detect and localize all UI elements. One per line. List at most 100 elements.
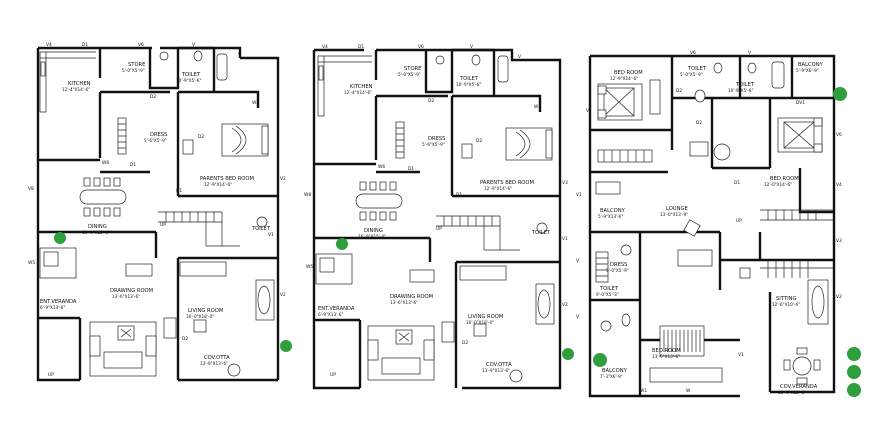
tag: V <box>576 258 579 264</box>
room-dim: 12'-4"X14'-6" <box>62 87 90 92</box>
tag: UP <box>736 218 742 224</box>
room-label: ENT.VERANDA <box>40 299 77 305</box>
room-dim: 16'-9"X15'-0" <box>82 230 110 235</box>
tag: D2 <box>428 98 434 104</box>
room-dim: 7'-3"X6'-9" <box>600 374 623 379</box>
tag: V <box>192 42 195 48</box>
tag: W1 <box>640 388 647 394</box>
tag: W <box>686 388 691 394</box>
room-dim: 5'-0"X5'-9" <box>606 268 629 273</box>
tag: V1 <box>268 232 274 238</box>
tag: V8 <box>28 186 34 192</box>
tag: V6 <box>138 42 144 48</box>
tag: D1 <box>130 162 136 168</box>
room-label: TOILET <box>735 82 755 88</box>
tag: V2 <box>836 294 842 300</box>
room-dim: 9'-0"X5'-3" <box>596 292 619 297</box>
room-dim: 6'-9"X13'-6" <box>40 305 65 310</box>
tag: V <box>518 54 521 60</box>
tag: V <box>748 50 751 56</box>
tag: D1 <box>176 188 182 194</box>
room-dim: 6'-9"X13'-6" <box>318 312 343 317</box>
room-dim: 10'-9"X5'-6" <box>456 82 481 87</box>
room-label: TOILET <box>531 230 551 236</box>
room-dim: 12'-9"X14'-6" <box>610 76 638 81</box>
tag: W6 <box>378 164 385 170</box>
tag: UP <box>160 222 166 228</box>
tag: V <box>470 44 473 50</box>
tag: V1 <box>738 352 744 358</box>
tag: V2 <box>280 292 286 298</box>
room-dim: 10'-9"X5'-6" <box>176 78 201 83</box>
room-label: DINING <box>364 228 383 234</box>
tag: V6 <box>836 132 842 138</box>
tag: W2 <box>534 104 541 110</box>
tag: D1 <box>82 42 88 48</box>
room-label: DRAWING ROOM <box>390 294 433 300</box>
room-label: KITCHEN <box>68 81 91 87</box>
room-label: BALCONY <box>602 368 628 374</box>
room-dim: 13'-6"X13'-6" <box>112 294 140 299</box>
tag: V3 <box>836 238 842 244</box>
tag: V6 <box>418 44 424 50</box>
room-dim: 12'-0"X14'-6" <box>764 182 792 187</box>
room-label: STORE <box>128 62 145 68</box>
tag: V4 <box>46 42 52 48</box>
room-label: COV.OTTA <box>204 355 230 361</box>
floor-plan-1 <box>36 46 292 382</box>
room-label: BED ROOM <box>770 176 799 182</box>
room-label: STORE <box>404 66 421 72</box>
tag: V2 <box>280 176 286 182</box>
room-dim: 13'-6"X13'-6" <box>390 300 418 305</box>
plan-3-tags: V6 V V D2 D2 DV1 V6 V4 D1 UP V1 V3 V V2 … <box>576 50 842 394</box>
tag: V4 <box>836 182 842 188</box>
room-dim: 12'-9"X14'-6" <box>484 186 512 191</box>
tag: V4 <box>322 44 328 50</box>
room-dim: 12'-6"X10'-6" <box>772 302 800 307</box>
room-label: PARENTS BED ROOM <box>200 176 254 182</box>
room-dim: 5'-0"X5'-9" <box>122 68 145 73</box>
floor-plan-2 <box>312 48 574 390</box>
tag: W5 <box>306 264 313 270</box>
room-label: TOILET <box>181 72 201 78</box>
room-dim: 10'-9"X5'-6" <box>728 88 753 93</box>
plan-2-tags: V4 D1 V6 V V D2 W2 V3 W6 D1 D2 W8 D1 V1 … <box>304 44 568 378</box>
tag: V1 <box>576 192 582 198</box>
room-dim: 16'-9"X15'-0" <box>358 234 386 239</box>
room-label: PARENTS BED ROOM <box>480 180 534 186</box>
tag: D2 <box>676 88 682 94</box>
room-label: DRESS <box>150 132 167 138</box>
tag: W8 <box>304 192 311 198</box>
tag: D2 <box>462 340 468 346</box>
plan-1-tags: V4 D1 V6 V V D2 W2 V2 W6 D1 D2 V8 D1 V1 … <box>28 42 286 378</box>
room-label: COV.VERANDA <box>780 384 818 390</box>
room-dim: 5'-0"X5'-9" <box>398 72 421 77</box>
room-dim: 5'-6"X5'-9" <box>422 142 445 147</box>
room-label: TOILET <box>687 66 707 72</box>
room-dim: 5'-0"X5'-9" <box>680 72 703 77</box>
tag: D2 <box>198 134 204 140</box>
room-dim: 5'-9"X13'-6" <box>598 214 623 219</box>
tag: V3 <box>562 180 568 186</box>
tag: V2 <box>562 302 568 308</box>
tag: W6 <box>102 160 109 166</box>
plan-1-labels: KITCHEN 12'-4"X14'-6" STORE 5'-0"X5'-9" … <box>40 62 271 366</box>
room-label: DRESS <box>610 262 627 268</box>
room-label: ENT.VERANDA <box>318 306 355 312</box>
tag: V <box>586 108 589 114</box>
tag: D1 <box>456 192 462 198</box>
tag: V1 <box>562 236 568 242</box>
room-label: DRAWING ROOM <box>110 288 153 294</box>
room-label: BED ROOM <box>652 348 681 354</box>
room-label: DRESS <box>428 136 445 142</box>
tag: D1 <box>408 166 414 172</box>
room-label: BALCONY <box>798 62 824 68</box>
room-dim: 16'-0"X18'-0" <box>466 320 494 325</box>
plan-2-labels: KITCHEN 12'-4"X14'-6" STORE 5'-0"X5'-9" … <box>318 66 551 373</box>
room-label: BALCONY <box>600 208 626 214</box>
tag: UP <box>48 372 54 378</box>
tag: V <box>238 52 241 58</box>
tag: D2 <box>182 336 188 342</box>
tag: W2 <box>252 100 259 106</box>
room-label: SITTING <box>776 296 797 302</box>
